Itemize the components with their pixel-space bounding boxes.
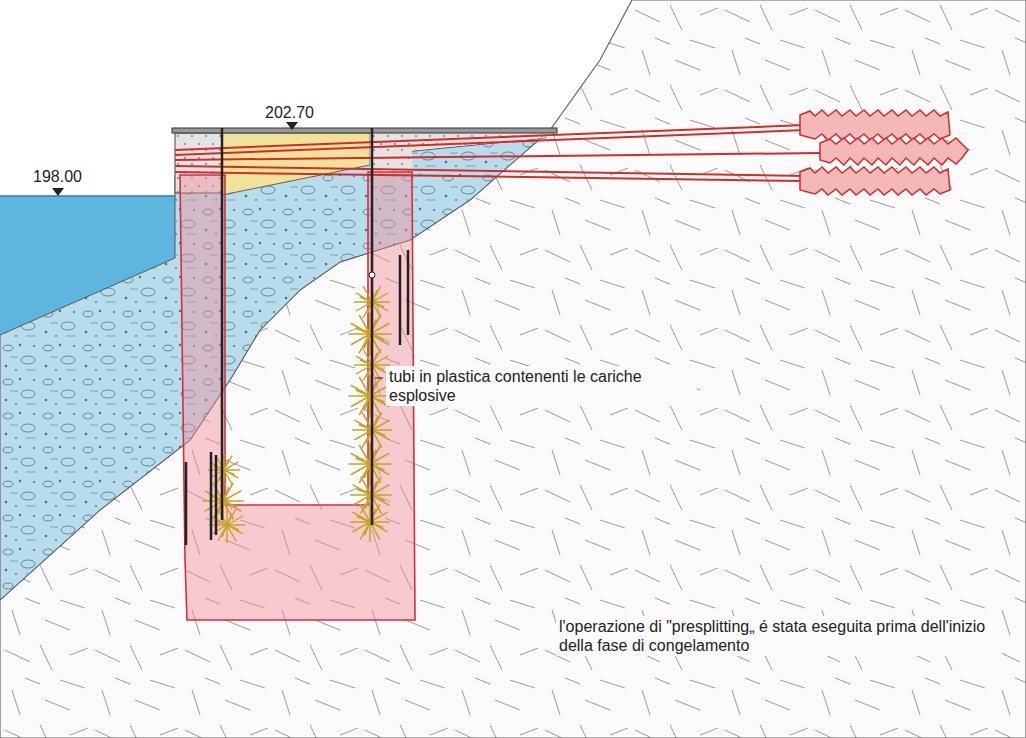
callout-label: tubi in plastica contenenti le cariche e… <box>386 366 697 406</box>
elevation-label: 202.70 <box>262 102 317 123</box>
elevation-label: 198.00 <box>30 166 85 187</box>
note-text: l'operazione di "presplitting„ é stata e… <box>556 616 1002 656</box>
